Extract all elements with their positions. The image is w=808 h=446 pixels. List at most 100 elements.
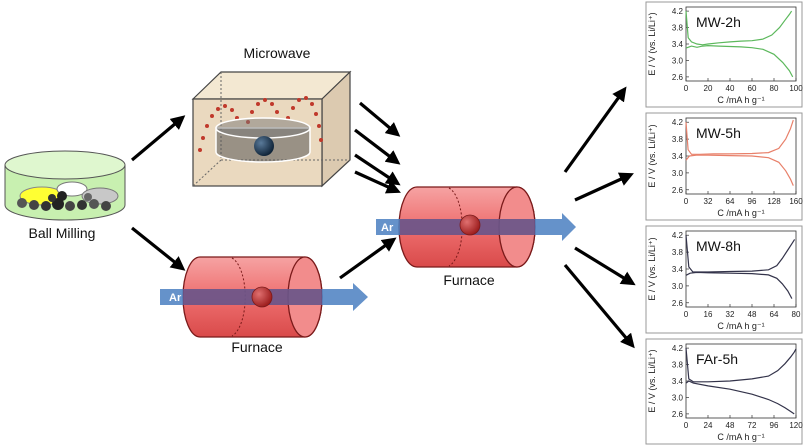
furnace-bottom: Ar Furnace <box>160 256 368 355</box>
y-tick-label: 3.4 <box>672 377 684 386</box>
y-tick-label: 3.8 <box>672 361 684 370</box>
y-tick-label: 4.2 <box>672 344 684 353</box>
charge-curve <box>685 348 797 383</box>
y-tick-label: 3.4 <box>672 40 684 49</box>
x-tick-label: 24 <box>704 421 713 430</box>
sample-sphere <box>254 136 274 156</box>
arrow-dish-to-furnace <box>131 226 186 271</box>
plot-panel: 2.6 3.0 3.4 3.8 4.2 0 24 48 72 96 120 C /mA h g⁻¹ E … <box>645 338 803 445</box>
y-tick-label: 4.2 <box>672 7 684 16</box>
y-tick-label: 3.0 <box>672 56 684 65</box>
x-tick-label: 80 <box>792 310 801 319</box>
plot-frame <box>645 1 803 108</box>
arrow-microwave-1 <box>358 101 401 137</box>
arrow-microwave-2 <box>354 128 401 165</box>
arrow-to-far-5h <box>563 263 635 349</box>
ball-milling-dish: Ball Milling <box>4 150 126 241</box>
discharge-curve <box>685 380 795 415</box>
ar-label-bottom: Ar <box>169 292 182 304</box>
arrow-furnace-to-furnace <box>339 237 397 280</box>
arrow-microwave-3 <box>354 153 401 186</box>
plot-title: MW-2h <box>696 14 741 30</box>
arrow-to-mw-8h <box>574 246 636 286</box>
charge-curve <box>685 235 796 273</box>
plot-frame <box>645 338 803 445</box>
charge-curve <box>685 119 794 155</box>
y-tick-label: 3.0 <box>672 169 684 178</box>
arrow-to-mw-5h <box>574 172 634 202</box>
x-tick-label: 40 <box>726 84 735 93</box>
furnace-bottom-label: Furnace <box>231 339 283 355</box>
plot-frame <box>645 225 803 334</box>
y-tick-label: 2.6 <box>672 186 684 195</box>
y-tick-label: 3.8 <box>672 248 684 257</box>
plot-panel: 2.6 3.0 3.4 3.8 4.2 0 16 32 48 64 80 C /mA h g⁻¹ E /… <box>645 225 803 334</box>
x-tick-label: 64 <box>726 197 735 206</box>
x-axis-label: C /mA h g⁻¹ <box>717 432 764 442</box>
x-axis-label: C /mA h g⁻¹ <box>717 95 764 105</box>
plot-title: MW-8h <box>696 238 741 254</box>
y-tick-label: 3.4 <box>672 265 684 274</box>
x-tick-label: 160 <box>789 197 803 206</box>
plot-title: FAr-5h <box>696 351 738 367</box>
discharge-curve <box>685 271 793 299</box>
sample-sphere-center <box>459 214 481 236</box>
furnace-center: Ar Furnace <box>376 186 576 288</box>
x-tick-label: 96 <box>748 197 757 206</box>
x-tick-label: 120 <box>789 421 803 430</box>
ball-milling-label: Ball Milling <box>29 225 96 241</box>
x-tick-label: 20 <box>704 84 713 93</box>
x-axis-label: C /mA h g⁻¹ <box>717 321 764 331</box>
x-tick-label: 32 <box>726 310 735 319</box>
x-tick-label: 0 <box>684 197 689 206</box>
y-tick-label: 4.2 <box>672 231 684 240</box>
x-tick-label: 48 <box>748 310 757 319</box>
microwave-label: Microwave <box>244 45 311 61</box>
y-tick-label: 3.8 <box>672 135 684 144</box>
arrow-microwave-4 <box>354 170 401 194</box>
plot-panel: 2.6 3.0 3.4 3.8 4.2 0 32 64 96 128 160 C /mA h g⁻¹ E… <box>645 112 803 221</box>
y-tick-label: 3.0 <box>672 282 684 291</box>
microwave-waves <box>198 96 323 152</box>
y-axis-label: E / V (vs. Li/Li⁺) <box>647 124 657 187</box>
y-tick-label: 3.4 <box>672 152 684 161</box>
furnace-center-label: Furnace <box>443 272 495 288</box>
y-axis-label: E / V (vs. Li/Li⁺) <box>647 12 657 75</box>
y-tick-label: 3.0 <box>672 393 684 402</box>
arrow-dish-to-microwave <box>130 115 186 162</box>
x-tick-label: 16 <box>704 310 713 319</box>
x-tick-label: 48 <box>726 421 735 430</box>
discharge-curve <box>685 44 794 78</box>
sample-sphere-bottom <box>251 286 273 308</box>
x-tick-label: 0 <box>684 310 689 319</box>
microwave-box: Microwave <box>191 45 352 188</box>
plot-frame <box>645 112 803 221</box>
y-axis-label: E / V (vs. Li/Li⁺) <box>647 349 657 412</box>
ar-label-center: Ar <box>381 222 394 234</box>
y-tick-label: 3.8 <box>672 24 684 33</box>
x-tick-label: 0 <box>684 84 689 93</box>
y-axis-label: E / V (vs. Li/Li⁺) <box>647 237 657 300</box>
x-tick-label: 80 <box>770 84 779 93</box>
charge-discharge-plots: 2.6 3.0 3.4 3.8 4.2 0 20 40 60 80 100 C /mA h g⁻¹ E … <box>645 1 803 445</box>
x-tick-label: 128 <box>767 197 781 206</box>
y-tick-label: 2.6 <box>672 410 684 419</box>
x-tick-label: 0 <box>684 421 689 430</box>
x-tick-label: 32 <box>704 197 713 206</box>
arrow-to-mw-2h <box>563 86 627 173</box>
x-tick-label: 72 <box>748 421 757 430</box>
y-tick-label: 2.6 <box>672 73 684 82</box>
discharge-curve <box>685 154 794 186</box>
y-tick-label: 4.2 <box>672 118 684 127</box>
charge-curve <box>685 10 793 46</box>
x-tick-label: 96 <box>770 421 779 430</box>
x-tick-label: 60 <box>748 84 757 93</box>
process-arrows <box>130 86 636 349</box>
plot-title: MW-5h <box>696 125 741 141</box>
x-tick-label: 100 <box>789 84 803 93</box>
x-axis-label: C /mA h g⁻¹ <box>717 208 764 218</box>
y-tick-label: 2.6 <box>672 299 684 308</box>
x-tick-label: 64 <box>770 310 779 319</box>
plot-panel: 2.6 3.0 3.4 3.8 4.2 0 20 40 60 80 100 C /mA h g⁻¹ E … <box>645 1 803 108</box>
